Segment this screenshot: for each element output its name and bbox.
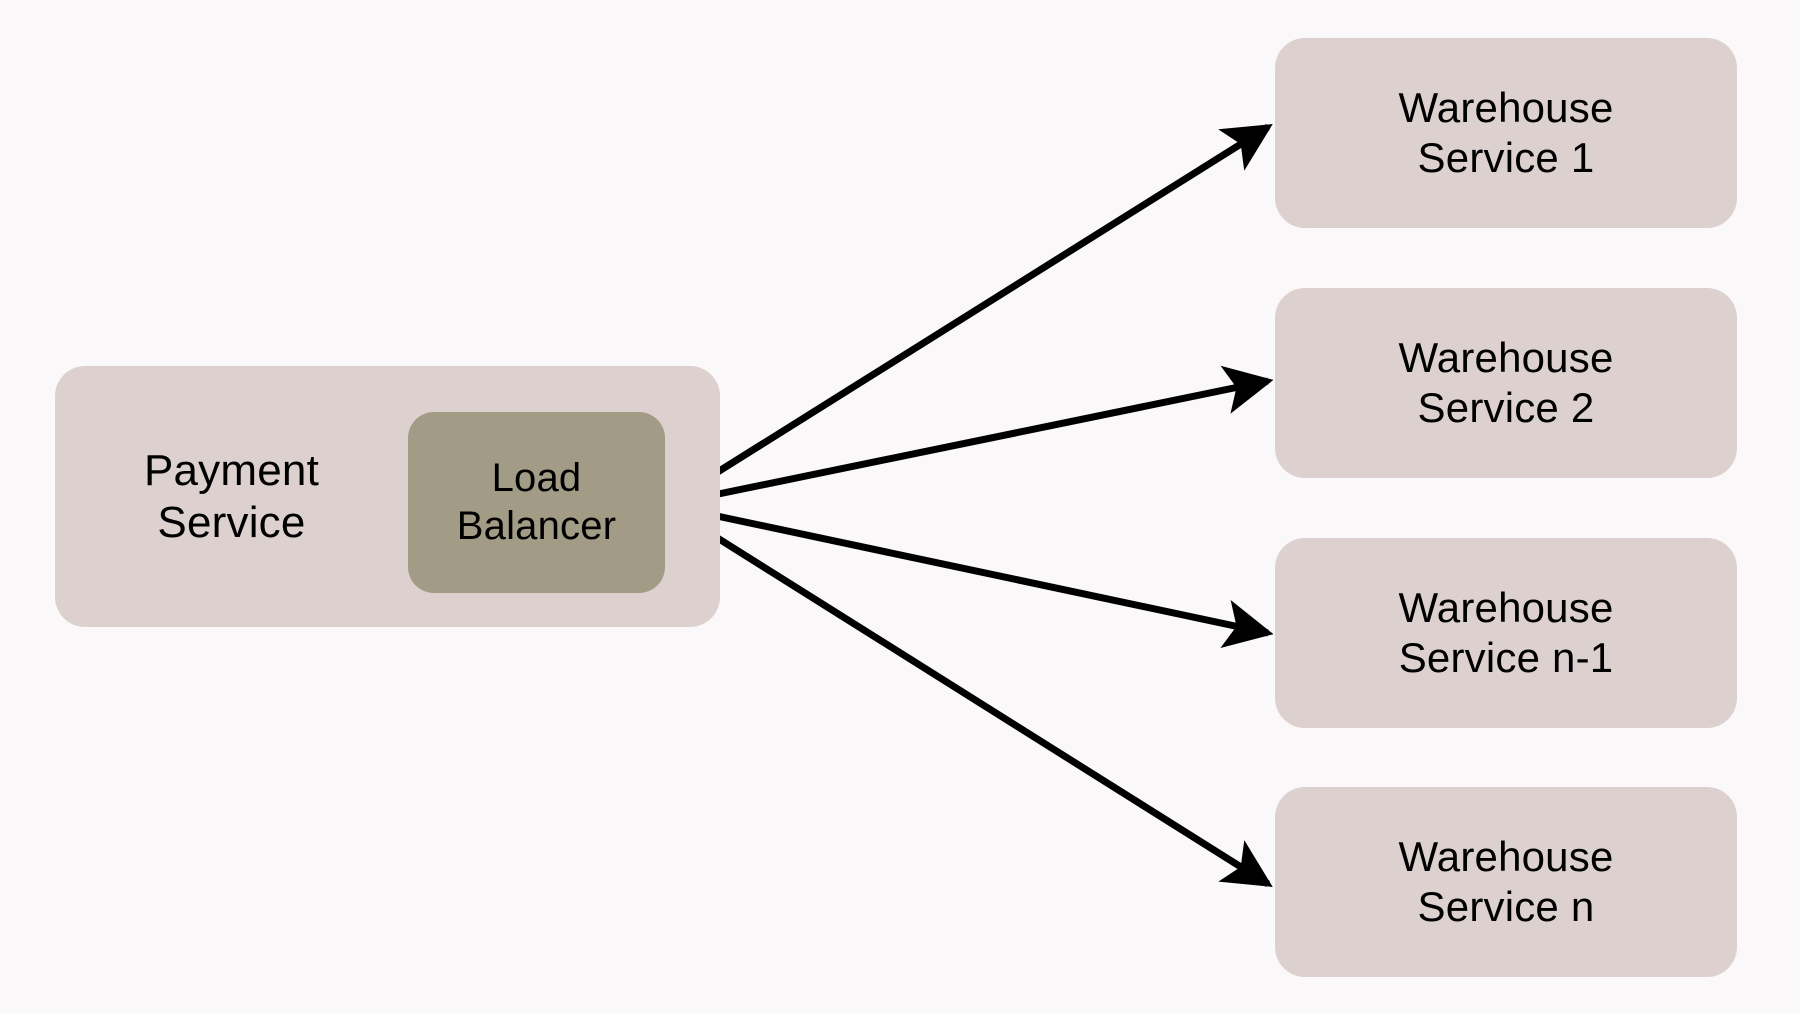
edge-lb-to-warehouse-1 [663,124,1273,508]
payment-service-label: Payment Service [143,445,320,547]
edge-lb-to-warehouse-n [663,502,1273,887]
edge-lb-to-warehouse-n-1 [664,501,1274,648]
warehouse-service-2-node[interactable]: Warehouse Service 2 [1275,288,1737,478]
edge-lb-to-warehouse-2 [664,365,1274,509]
warehouse-service-1-node[interactable]: Warehouse Service 1 [1275,38,1737,228]
warehouse-service-n-node[interactable]: Warehouse Service n [1275,787,1737,977]
load-balancer-node[interactable]: Load Balancer [408,412,665,593]
warehouse-service-n-1-node[interactable]: Warehouse Service n-1 [1275,538,1737,728]
